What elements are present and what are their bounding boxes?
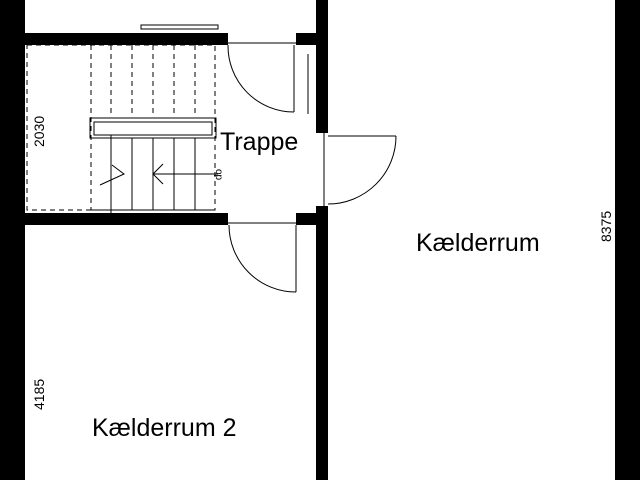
room-label-basement-2: Kælderrum 2 (92, 414, 237, 442)
dimension-basement: 8375 (598, 211, 614, 242)
top-stair-wall-left (25, 33, 228, 45)
stair-outline (26, 44, 216, 211)
bottom-stair-wall-right (296, 213, 316, 225)
door-top[interactable] (227, 42, 309, 114)
upper-treads (90, 45, 196, 210)
room-label-stairs: Trappe (220, 128, 298, 156)
center-wall-lower (316, 206, 328, 480)
left-wall (0, 0, 25, 480)
stair-direction-label: op (213, 169, 224, 181)
window-top (140, 24, 219, 30)
room-label-basement: Kælderrum (416, 229, 540, 257)
stair-arrow-icon (152, 163, 218, 185)
dimension-room2: 4185 (31, 379, 47, 410)
right-wall (615, 0, 640, 480)
dimension-stair: 2030 (31, 116, 47, 147)
center-wall-upper (316, 0, 328, 133)
stairs: op (26, 44, 224, 213)
door-bottom[interactable] (228, 222, 297, 293)
bottom-stair-wall-left (25, 213, 228, 225)
door-right[interactable] (323, 133, 397, 206)
top-stair-wall-right (296, 33, 316, 45)
break-line (99, 164, 125, 186)
